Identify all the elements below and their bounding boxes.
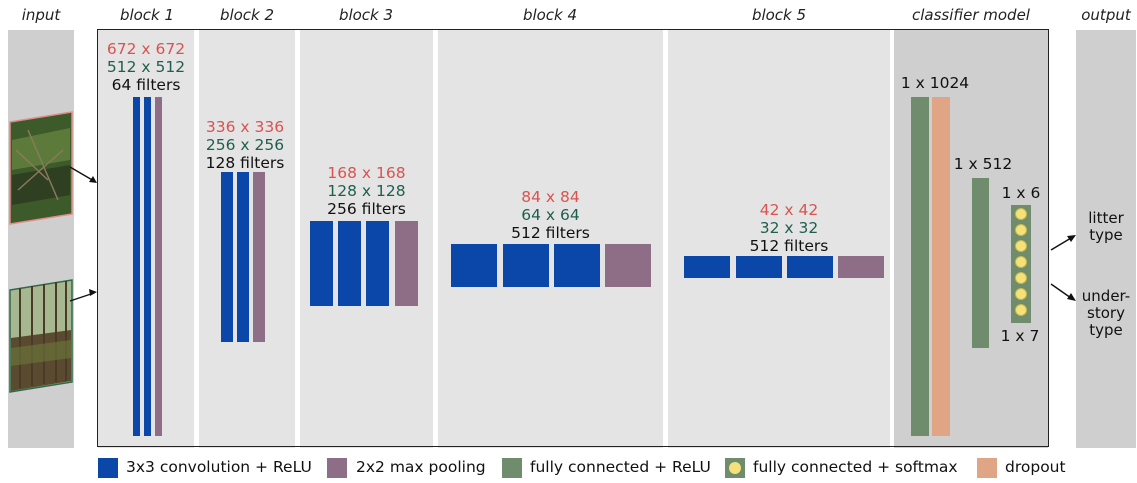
- block-5-conv-2: [736, 256, 782, 278]
- block-3-label: 168 x 168 128 x 128 256 filters: [300, 164, 433, 218]
- legend-conv-swatch: [98, 458, 118, 478]
- softmax-node: [1015, 208, 1027, 220]
- block-4-filters: 512 filters: [511, 224, 590, 242]
- block-2-filters: 128 filters: [205, 154, 285, 172]
- output-under-line-2: story: [1087, 304, 1125, 322]
- block-2-res-in: 336 x 336: [205, 118, 285, 136]
- legend-fc-relu-label: fully connected + ReLU: [530, 458, 711, 476]
- output-arrows: [1050, 235, 1076, 301]
- block-1-res-in: 672 x 672: [106, 40, 186, 58]
- dropout-bar: [932, 97, 950, 436]
- block-1-conv-2: [144, 97, 151, 436]
- fc1-label: 1 x 1024: [900, 74, 970, 92]
- input-arrows: [69, 166, 97, 302]
- output-litter-line-1: litter: [1088, 209, 1124, 227]
- block-2-conv-1: [221, 172, 233, 342]
- softmax-node: [1015, 240, 1027, 252]
- legend-softmax-dot: [729, 462, 741, 474]
- block-1-conv-1: [133, 97, 140, 436]
- legend-softmax-label: fully connected + softmax: [753, 458, 958, 476]
- block-4-res-in: 84 x 84: [521, 188, 580, 206]
- understory-photo: [9, 279, 73, 393]
- softmax-out-2-label: 1 x 7: [1000, 327, 1040, 345]
- header-block-4: block 4: [522, 6, 578, 24]
- header-output: output: [1081, 6, 1131, 24]
- block-3-res-in: 168 x 168: [327, 164, 406, 182]
- header-block-2: block 2: [219, 6, 275, 24]
- legend-pool-label: 2x2 max pooling: [356, 458, 486, 476]
- block-5-res-out: 32 x 32: [759, 219, 819, 237]
- block-3-res-out: 128 x 128: [327, 182, 406, 200]
- block-4-panel: [438, 30, 663, 448]
- header-block-1: block 1: [119, 6, 175, 24]
- block-3-conv-1: [310, 221, 333, 306]
- litter-photo: [9, 111, 73, 225]
- block-1-pool: [155, 97, 162, 436]
- softmax-node: [1015, 304, 1027, 316]
- block-5-label: 42 x 42 32 x 32 512 filters: [678, 201, 900, 255]
- block-1-filters: 64 filters: [111, 76, 181, 94]
- block-4-conv-1: [451, 244, 497, 287]
- fc2-label: 1 x 512: [953, 155, 1013, 173]
- output-litter-type: litter type: [1076, 210, 1136, 244]
- block-2-conv-2: [237, 172, 249, 342]
- header-classifier: classifier model: [912, 6, 1030, 24]
- softmax-out-1-label: 1 x 6: [1001, 184, 1041, 202]
- output-understory-type: under- story type: [1076, 288, 1136, 339]
- block-2-pool: [253, 172, 265, 342]
- block-4-label: 84 x 84 64 x 64 512 filters: [438, 188, 663, 242]
- block-4-conv-2: [503, 244, 549, 287]
- legend-softmax-swatch: [725, 458, 745, 478]
- block-3-conv-3: [366, 221, 389, 306]
- output-under-line-3: type: [1089, 321, 1123, 339]
- output-litter-line-2: type: [1089, 226, 1123, 244]
- legend-fc-relu-swatch: [502, 458, 522, 478]
- network-frame: [97, 29, 1049, 447]
- block-5-conv-3: [787, 256, 833, 278]
- legend-dropout-swatch: [977, 458, 997, 478]
- output-panel: [1076, 30, 1136, 448]
- header-input: input: [21, 6, 61, 24]
- block-3-conv-2: [338, 221, 361, 306]
- block-4-res-out: 64 x 64: [521, 206, 580, 224]
- softmax-node: [1015, 288, 1027, 300]
- block-2-label: 336 x 336 256 x 256 128 filters: [195, 118, 295, 172]
- block-3-pool: [395, 221, 418, 306]
- softmax-node: [1015, 224, 1027, 236]
- block-1-res-out: 512 x 512: [106, 58, 186, 76]
- block-4-conv-3: [554, 244, 600, 287]
- legend-pool-swatch: [327, 458, 347, 478]
- block-2-res-out: 256 x 256: [205, 136, 285, 154]
- block-5-filters: 512 filters: [749, 237, 829, 255]
- header-block-3: block 3: [338, 6, 394, 24]
- block-3-filters: 256 filters: [327, 200, 406, 218]
- fc1-bar: [911, 97, 929, 436]
- block-1-label: 672 x 672 512 x 512 64 filters: [98, 40, 194, 94]
- block-5-pool: [838, 256, 884, 278]
- block-5-conv-1: [684, 256, 730, 278]
- header-block-5: block 5: [751, 6, 807, 24]
- softmax-node: [1015, 272, 1027, 284]
- block-5-panel: [668, 30, 890, 448]
- softmax-node: [1015, 256, 1027, 268]
- legend-dropout-label: dropout: [1005, 458, 1066, 476]
- block-4-pool: [605, 244, 651, 287]
- block-5-res-in: 42 x 42: [759, 201, 819, 219]
- legend-conv-label: 3x3 convolution + ReLU: [126, 458, 312, 476]
- fc2-bar: [972, 178, 989, 348]
- output-under-line-1: under-: [1081, 287, 1131, 305]
